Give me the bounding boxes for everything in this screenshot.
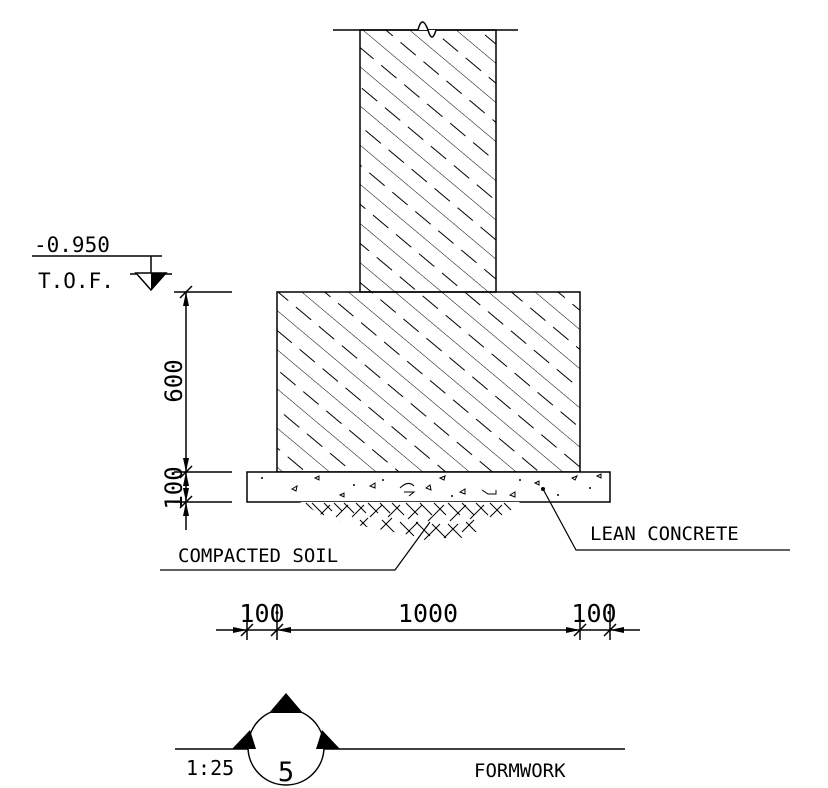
level-marker: -0.950 T.O.F.	[32, 233, 172, 293]
lean-concrete-leader: LEAN CONCRETE	[541, 487, 790, 551]
level-value: -0.950	[34, 233, 110, 257]
detail-bubble-pointer-top	[269, 693, 303, 713]
detail-bubble-pointer-left	[232, 730, 256, 749]
dimension-footing-height: 600	[160, 359, 188, 402]
lean-concrete-layer	[246, 471, 611, 503]
column	[333, 21, 518, 293]
horizontal-dimension-arrows	[233, 627, 624, 633]
footing	[276, 291, 581, 473]
dimension-footing-width: 1000	[398, 599, 458, 628]
detail-title: FORMWORK	[474, 760, 566, 782]
compacted-soil-leader: COMPACTED SOIL	[160, 521, 431, 571]
detail-title-block: 1:25 5 FORMWORK	[175, 693, 625, 788]
dimension-left-offset: 100	[239, 599, 284, 628]
dimension-lean-concrete-thickness: 100	[160, 466, 188, 509]
label-lean-concrete: LEAN CONCRETE	[590, 523, 739, 545]
compacted-soil-hatch	[300, 502, 520, 545]
dimension-right-offset: 100	[571, 599, 616, 628]
break-symbol	[417, 21, 437, 38]
detail-number: 5	[278, 757, 294, 788]
vertical-dimension-arrows	[183, 292, 189, 516]
level-label: T.O.F.	[38, 269, 114, 293]
scale-label: 1:25	[186, 756, 234, 780]
label-compacted-soil: COMPACTED SOIL	[178, 545, 338, 567]
detail-bubble-pointer-right	[316, 730, 340, 749]
